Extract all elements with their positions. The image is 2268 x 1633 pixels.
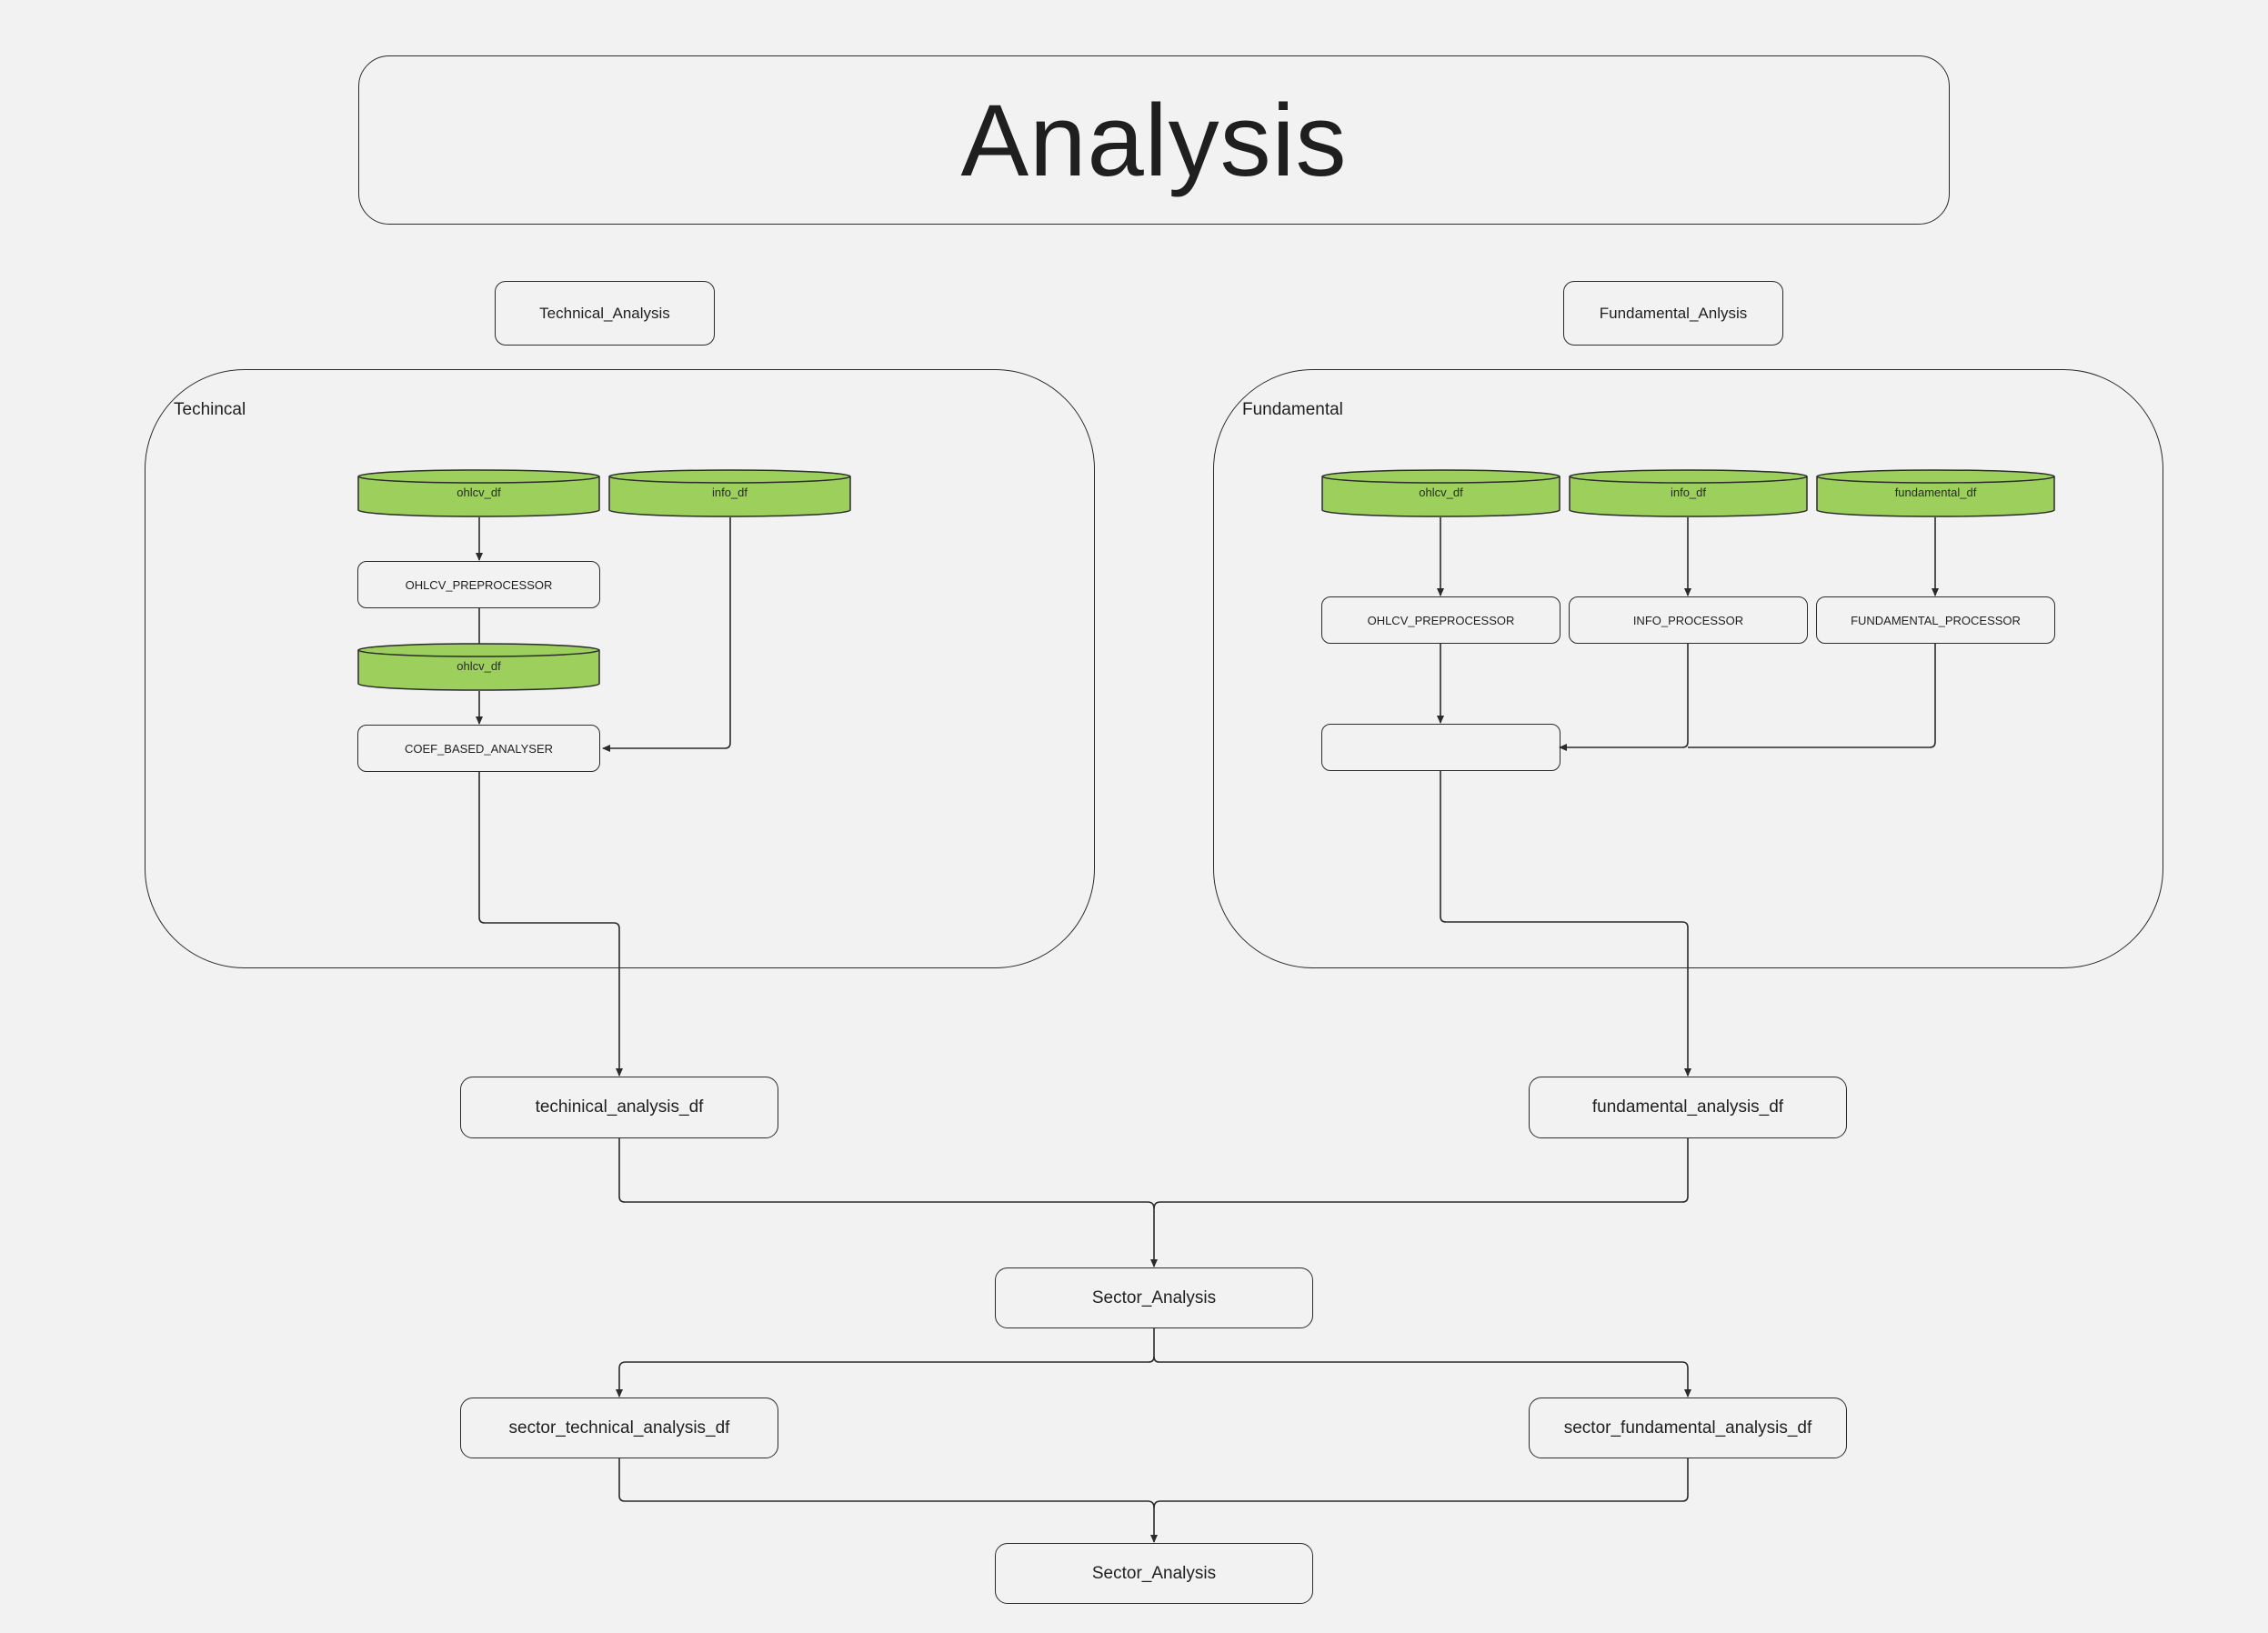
coef-based-analyser-label: COEF_BASED_ANALYSER [404,741,554,756]
edge-merge-to-fundamental-df [1440,770,1691,1077]
technical-group-label: Techincal [174,400,246,419]
fundamental-analysis-df[interactable]: fundamental_analysis_df [1529,1077,1847,1138]
technical-ohlcv-preprocessor-label: OHLCV_PREPROCESSOR [405,577,553,592]
sector-fundamental-analysis-df-label: sector_fundamental_analysis_df [1563,1418,1812,1438]
sector-technical-analysis-df[interactable]: sector_technical_analysis_df [460,1398,778,1458]
edge-fundamental-processor-to-merge [1688,643,1936,748]
technical-preprocessed-ohlcv-dataset-label: ohlcv_df [457,659,501,673]
info-processor-label: INFO_PROCESSOR [1632,613,1744,627]
edge-sector-fundamental-to-final [1153,1458,1689,1508]
edge-techinical-df-to-sector [618,1138,1158,1267]
technical-info-dataset-label: info_df [711,486,748,499]
fundamental-processor[interactable]: FUNDAMENTAL_PROCESSOR [1816,596,2055,644]
sector-technical-analysis-df-label: sector_technical_analysis_df [508,1418,730,1438]
techinical-analysis-df-label: techinical_analysis_df [535,1097,704,1117]
fundamental-fundamental-dataset-label: fundamental_df [1894,486,1977,499]
technical-ohlcv-dataset[interactable]: ohlcv_df [357,469,600,517]
fundamental-ohlcv-dataset-label: ohlcv_df [1419,486,1463,499]
edge-info-processor-to-merge [1559,643,1689,751]
final-sector-analysis-node-label: Sector_Analysis [1091,1563,1217,1583]
sector-analysis-node[interactable]: Sector_Analysis [995,1267,1313,1328]
fundamental-group-frame [1213,369,2163,968]
fundamental-fundamental-dataset[interactable]: fundamental_df [1816,469,2055,517]
final-sector-analysis-node[interactable]: Sector_Analysis [995,1543,1313,1604]
fundamental-group-label: Fundamental [1242,400,1343,419]
sector-analysis-node-label: Sector_Analysis [1091,1287,1217,1307]
technical-analysis-header-label: Technical_Analysis [539,304,670,322]
sector-fundamental-analysis-df[interactable]: sector_fundamental_analysis_df [1529,1398,1847,1458]
coef-based-analyser[interactable]: COEF_BASED_ANALYSER [357,725,600,772]
technical-group-frame [145,369,1095,968]
page-title: Analysis [358,55,1950,225]
technical-ohlcv-preprocessor[interactable]: OHLCV_PREPROCESSOR [357,561,600,608]
edge-sector-technical-to-final [618,1458,1158,1543]
technical-ohlcv-dataset-label: ohlcv_df [457,486,501,499]
fundamental-info-dataset-label: info_df [1670,486,1707,499]
edge-sector-to-sector-fundamental [1153,1356,1691,1398]
edge-fundamental-df-to-sector [1153,1138,1689,1209]
technical-info-dataset[interactable]: info_df [608,469,851,517]
edge-sector-to-sector-technical [616,1328,1155,1398]
fundamental-ohlcv-preprocessor[interactable]: OHLCV_PREPROCESSOR [1321,596,1561,644]
edge-info-to-coef-analyser [602,517,731,752]
technical-analysis-header[interactable]: Technical_Analysis [495,281,715,346]
fundamental-ohlcv-preprocessor-label: OHLCV_PREPROCESSOR [1367,613,1515,627]
page-title-text: Analysis [960,83,1348,197]
fundamental-analysis-df-label: fundamental_analysis_df [1591,1097,1784,1117]
fundamental-processor-label: FUNDAMENTAL_PROCESSOR [1851,613,2021,627]
techinical-analysis-df[interactable]: techinical_analysis_df [460,1077,778,1138]
technical-preprocessed-ohlcv-dataset[interactable]: ohlcv_df [357,643,600,691]
fundamental-merge-node[interactable] [1321,724,1561,771]
fundamental-ohlcv-dataset[interactable]: ohlcv_df [1321,469,1561,517]
fundamental-analysis-header[interactable]: Fundamental_Anlysis [1563,281,1783,346]
fundamental-info-dataset[interactable]: info_df [1569,469,1808,517]
info-processor[interactable]: INFO_PROCESSOR [1569,596,1808,644]
edge-coef-analyser-to-techinical-df [478,771,623,1077]
fundamental-analysis-header-label: Fundamental_Anlysis [1599,304,1748,322]
